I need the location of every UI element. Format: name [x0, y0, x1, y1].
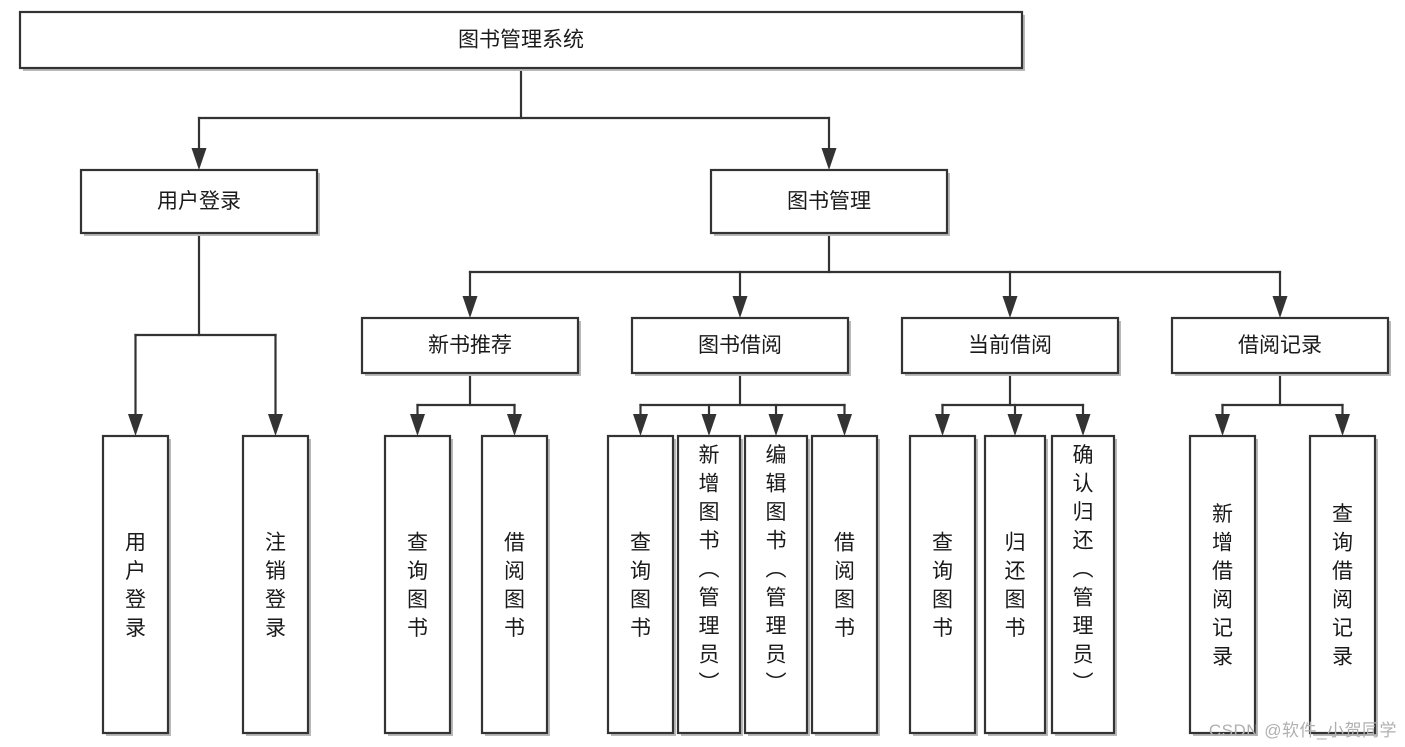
node-label: 图书借阅	[698, 334, 782, 357]
arrow-head-icon	[507, 414, 522, 436]
node-box[interactable]	[101, 434, 170, 735]
arrow-head-icon	[701, 414, 717, 436]
node-leaf-current-query[interactable]: 查询图书	[908, 434, 978, 736]
node-label: 借阅图书	[504, 532, 525, 641]
node-label: 借阅记录	[1238, 334, 1322, 357]
node-leaf-newbook-borrow[interactable]: 借阅图书	[480, 434, 550, 736]
node-label: 新书推荐	[428, 334, 512, 357]
edge-group-newbook	[410, 371, 522, 436]
node-box[interactable]	[1308, 434, 1377, 735]
node-label: 编辑图书︵管理员︶	[766, 444, 787, 695]
node-leaf-borrow-add[interactable]: 新增图书︵管理员︶	[676, 434, 743, 736]
node-box[interactable]	[709, 168, 949, 235]
node-box[interactable]	[743, 434, 809, 735]
edge-group-root	[191, 66, 837, 170]
node-box[interactable]	[383, 434, 452, 735]
node-leaf-newbook-query[interactable]: 查询图书	[383, 434, 453, 736]
node-box[interactable]	[480, 434, 549, 735]
edge-group-current	[935, 371, 1091, 436]
node-box[interactable]	[360, 316, 580, 375]
arrow-head-icon	[935, 414, 950, 436]
arrow-head-icon	[1272, 296, 1288, 318]
node-label: 查询图书	[932, 532, 953, 641]
node-box[interactable]	[606, 434, 675, 735]
node-root[interactable]: 图书管理系统	[18, 10, 1025, 71]
node-label: 用户登录	[157, 190, 241, 213]
edge-group-borrow	[633, 371, 852, 436]
node-label: 图书管理	[787, 190, 871, 213]
node-current[interactable]: 当前借阅	[900, 316, 1121, 376]
node-bookmgr[interactable]: 图书管理	[709, 168, 950, 236]
node-box[interactable]	[1188, 434, 1257, 735]
node-label: 用户登录	[125, 532, 146, 641]
arrow-head-icon	[1335, 414, 1350, 436]
node-box[interactable]	[1050, 434, 1116, 735]
node-login[interactable]: 用户登录	[79, 168, 320, 236]
node-borrow[interactable]: 图书借阅	[630, 316, 851, 376]
node-box[interactable]	[908, 434, 977, 735]
watermark-text: CSDN @软件_小贺同学	[1208, 721, 1397, 740]
edge-group-login	[128, 231, 283, 436]
node-box[interactable]	[79, 168, 319, 235]
node-leaf-user-logout[interactable]: 注销登录	[241, 434, 311, 736]
node-label: 查询借阅记录	[1332, 503, 1353, 669]
node-leaf-borrow-query[interactable]: 查询图书	[606, 434, 676, 736]
node-box[interactable]	[900, 316, 1120, 375]
node-label: 当前借阅	[968, 334, 1052, 357]
arrow-head-icon	[191, 148, 207, 170]
node-label: 确认归还︵管理员︶	[1073, 444, 1094, 695]
arrow-head-icon	[410, 414, 425, 436]
arrow-head-icon	[462, 296, 478, 318]
node-box[interactable]	[810, 434, 879, 735]
nodes-layer: 图书管理系统用户登录图书管理新书推荐图书借阅当前借阅借阅记录用户登录注销登录查询…	[18, 10, 1391, 736]
node-label: 借阅图书	[834, 532, 855, 641]
arrow-head-icon	[128, 414, 143, 436]
node-label: 新增借阅记录	[1212, 503, 1233, 669]
edge-group-bookmgr	[462, 231, 1288, 318]
node-leaf-user-login[interactable]: 用户登录	[101, 434, 171, 736]
edge-group-records	[1215, 371, 1350, 436]
node-leaf-borrow-do[interactable]: 借阅图书	[810, 434, 880, 736]
arrow-head-icon	[633, 414, 648, 436]
node-leaf-current-return[interactable]: 归还图书	[983, 434, 1048, 736]
edges-layer	[128, 66, 1350, 436]
arrow-head-icon	[1215, 414, 1230, 436]
arrow-head-icon	[1007, 414, 1023, 436]
arrow-head-icon	[821, 148, 837, 170]
node-label: 归还图书	[1005, 532, 1026, 641]
node-box[interactable]	[983, 434, 1047, 735]
node-records[interactable]: 借阅记录	[1170, 316, 1391, 376]
node-label: 查询图书	[407, 532, 428, 641]
node-label: 图书管理系统	[458, 29, 584, 52]
node-label: 新增图书︵管理员︶	[699, 444, 720, 695]
node-box[interactable]	[676, 434, 742, 735]
arrow-head-icon	[768, 414, 784, 436]
arrow-head-icon	[732, 296, 748, 318]
arrow-head-icon	[1002, 296, 1018, 318]
node-box[interactable]	[630, 316, 850, 375]
arrow-head-icon	[1075, 414, 1091, 436]
node-leaf-records-query[interactable]: 查询借阅记录	[1308, 434, 1378, 736]
node-label: 注销登录	[265, 532, 286, 641]
node-box[interactable]	[241, 434, 310, 735]
node-box[interactable]	[1170, 316, 1390, 375]
node-leaf-borrow-edit[interactable]: 编辑图书︵管理员︶	[743, 434, 810, 736]
node-box[interactable]	[18, 10, 1024, 70]
node-leaf-current-confirm[interactable]: 确认归还︵管理员︶	[1050, 434, 1117, 736]
node-leaf-records-add[interactable]: 新增借阅记录	[1188, 434, 1258, 736]
node-newbook[interactable]: 新书推荐	[360, 316, 581, 376]
arrow-head-icon	[837, 414, 852, 436]
node-label: 查询图书	[630, 532, 651, 641]
arrow-head-icon	[268, 414, 283, 436]
